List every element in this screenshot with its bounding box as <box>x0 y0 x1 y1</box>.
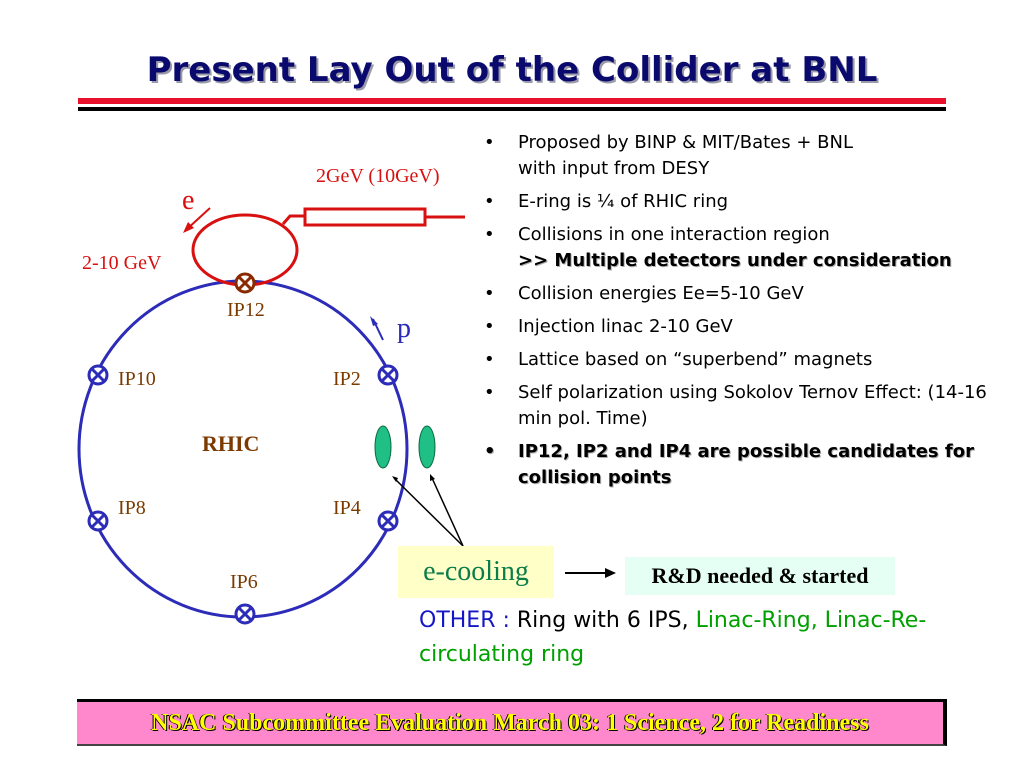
ecooling-pointer-1 <box>393 477 464 547</box>
ip10-marker-icon <box>87 364 109 386</box>
slide-title: Present Lay Out of the Collider at BNL <box>146 50 878 90</box>
cooling-section-2 <box>418 425 436 469</box>
ip4-marker-icon <box>377 510 399 532</box>
linac-energy-label: 2GeV (10GeV) <box>316 165 440 187</box>
title-rule-red <box>78 98 946 104</box>
bullet-item: Collision energies Ee=5-10 GeV <box>480 281 1024 307</box>
cooling-section-1 <box>374 425 392 469</box>
ering-energy-label: 2-10 GeV <box>82 252 162 274</box>
rhic-label: RHIC <box>202 431 259 456</box>
rnd-box: R&D needed & started <box>625 557 895 595</box>
p-label: p <box>397 313 411 344</box>
bullet-item: E-ring is ¼ of RHIC ring <box>480 189 1024 215</box>
ecooling-box: e-cooling <box>398 546 554 598</box>
bullet-item: Injection linac 2-10 GeV <box>480 314 1024 340</box>
bullet-item: Collisions in one interaction region <box>480 222 1024 248</box>
linac-transfer-line <box>281 214 305 225</box>
bullet-continuation: with input from DESY <box>518 158 710 179</box>
bullet-item: Self polarization using Sokolov Ternov E… <box>480 380 1024 432</box>
ip12-label: IP12 <box>227 299 265 321</box>
ip12-marker-icon <box>234 272 256 294</box>
p-arrowhead <box>370 316 378 326</box>
injection-linac <box>303 207 427 227</box>
ip10-label: IP10 <box>118 368 156 390</box>
ip2-marker-icon <box>377 364 399 386</box>
other-prefix: OTHER : <box>419 608 517 633</box>
bullet-item: Proposed by BINP & MIT/Bates + BNL <box>480 130 1024 156</box>
footer-banner: NSAC Subcommittee Evaluation March 03: 1… <box>77 699 947 746</box>
ip8-marker-icon <box>87 510 109 532</box>
title-rule-black <box>78 107 946 111</box>
ip2-label: IP2 <box>333 368 361 390</box>
ip8-label: IP8 <box>118 497 146 519</box>
ip6-marker-icon <box>234 603 256 625</box>
bullet-list: Proposed by BINP & MIT/Bates + BNL with … <box>480 130 1024 498</box>
e-label: e <box>182 185 194 216</box>
other-options: OTHER : Ring with 6 IPS, Linac-Ring, Lin… <box>419 604 979 672</box>
ip4-label: IP4 <box>333 497 361 519</box>
other-text-2: Linac-Ring, Linac-Re-circulating ring <box>419 608 927 667</box>
ecooling-pointer-2 <box>431 477 464 547</box>
e-arrowhead <box>183 222 194 233</box>
bullet-continuation-bold: >> Multiple detectors under consideratio… <box>518 250 952 271</box>
bullet-item: Lattice based on “superbend” magnets <box>480 347 1024 373</box>
ip6-label: IP6 <box>230 571 258 593</box>
bullet-item-bold: IP12, IP2 and IP4 are possible candidate… <box>480 439 1024 491</box>
other-text-1: Ring with 6 IPS, <box>516 608 696 633</box>
